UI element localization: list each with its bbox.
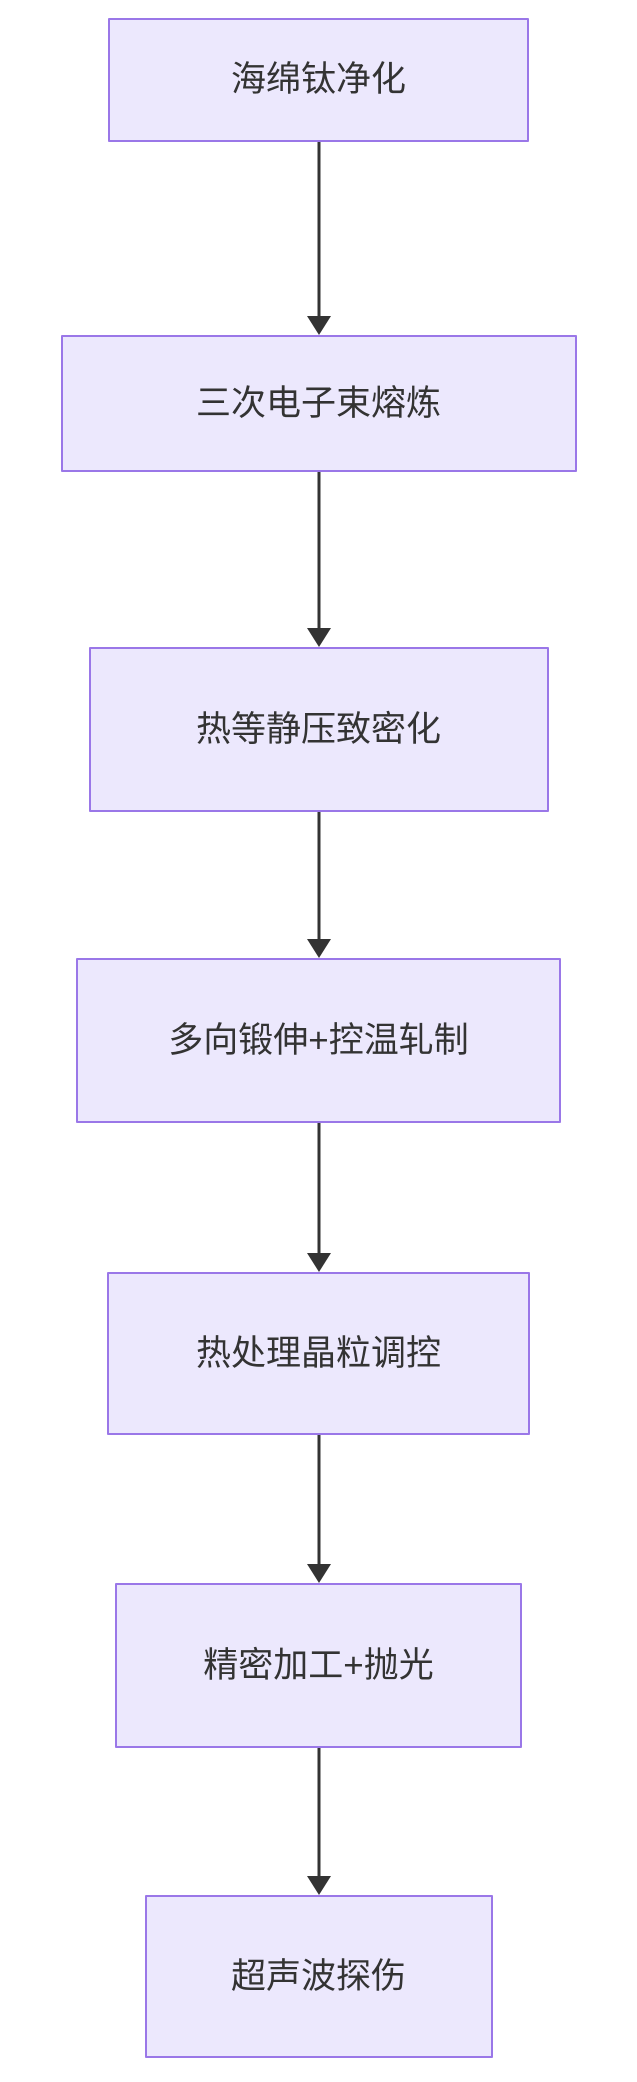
arrow-down-icon bbox=[306, 939, 331, 958]
flow-edge-n0-n1 bbox=[306, 142, 331, 335]
flow-node-sponge-titanium-purification[interactable]: 海绵钛净化 bbox=[108, 18, 529, 142]
flow-node-multidirectional-forging-controlled-rolling[interactable]: 多向锻伸+控温轧制 bbox=[76, 958, 561, 1123]
arrow-down-icon bbox=[306, 1876, 331, 1895]
edge-line bbox=[317, 142, 320, 316]
flow-edge-n3-n4 bbox=[306, 1123, 331, 1272]
flow-node-precision-machining-polishing[interactable]: 精密加工+抛光 bbox=[115, 1583, 522, 1748]
edge-line bbox=[317, 1748, 320, 1876]
flow-node-label: 热等静压致密化 bbox=[195, 709, 441, 749]
arrow-down-icon bbox=[306, 1253, 331, 1272]
flow-edge-n1-n2 bbox=[306, 472, 331, 647]
edge-line bbox=[317, 812, 320, 939]
flow-edge-n4-n5 bbox=[306, 1435, 331, 1583]
flow-edge-n2-n3 bbox=[306, 812, 331, 958]
flow-node-label: 多向锻伸+控温轧制 bbox=[168, 1020, 469, 1060]
flow-node-label: 热处理晶粒调控 bbox=[195, 1333, 441, 1373]
edge-line bbox=[317, 1435, 320, 1564]
edge-line bbox=[317, 472, 320, 628]
flow-node-triple-electron-beam-melting[interactable]: 三次电子束熔炼 bbox=[60, 335, 577, 472]
flow-node-hot-isostatic-pressing-densification[interactable]: 热等静压致密化 bbox=[88, 647, 549, 812]
edge-line bbox=[317, 1123, 320, 1253]
flow-edge-n5-n6 bbox=[306, 1748, 331, 1895]
flow-node-ultrasonic-flaw-detection[interactable]: 超声波探伤 bbox=[144, 1895, 493, 2058]
flow-node-heat-treatment-grain-control[interactable]: 热处理晶粒调控 bbox=[107, 1272, 530, 1435]
arrow-down-icon bbox=[306, 628, 331, 647]
arrow-down-icon bbox=[306, 316, 331, 335]
flow-node-label: 超声波探伤 bbox=[230, 1956, 406, 1996]
flow-node-label: 精密加工+抛光 bbox=[203, 1645, 434, 1685]
arrow-down-icon bbox=[306, 1564, 331, 1583]
flow-node-label: 三次电子束熔炼 bbox=[195, 383, 441, 423]
flow-node-label: 海绵钛净化 bbox=[230, 60, 406, 99]
